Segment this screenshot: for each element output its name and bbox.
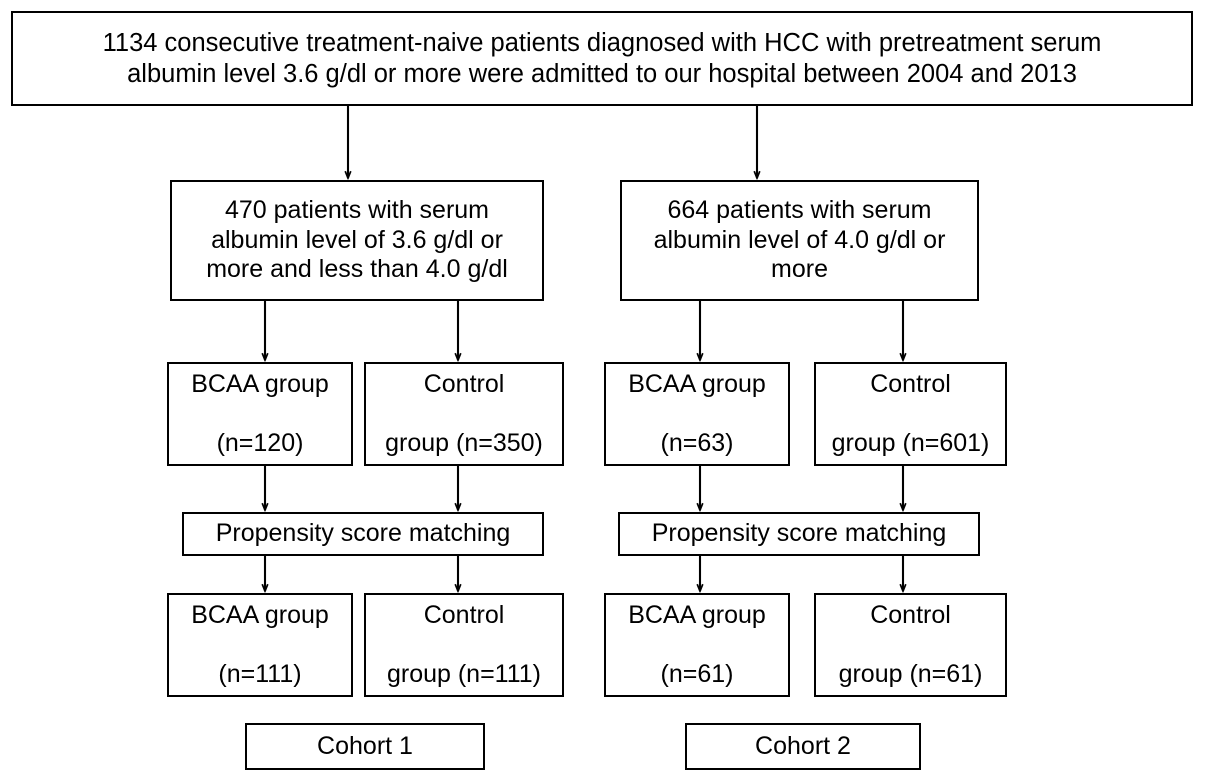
node-cohort2-bcaa-pre-text: BCAA group (n=63) [628, 369, 766, 457]
node-cohort2-bcaa-pre: BCAA group (n=63) [604, 362, 790, 466]
node-cohort2-bcaa-post: BCAA group (n=61) [604, 593, 790, 697]
node-propensity-score-matching-cohort1: Propensity score matching [182, 512, 544, 556]
node-albumin-3-6-to-4-0: 470 patients with serum albumin level of… [170, 180, 544, 301]
node-albumin-4-0-or-more-text: 664 patients with serum albumin level of… [653, 196, 946, 284]
node-cohort1-bcaa-post: BCAA group (n=111) [167, 593, 353, 697]
node-albumin-4-0-or-more: 664 patients with serum albumin level of… [620, 180, 979, 301]
node-cohort1-bcaa-pre-text: BCAA group (n=120) [191, 369, 329, 457]
node-total-patients: 1134 consecutive treatment-naive patient… [11, 11, 1193, 106]
node-cohort1-label-text: Cohort 1 [317, 731, 413, 760]
node-albumin-3-6-to-4-0-text: 470 patients with serum albumin level of… [206, 196, 508, 284]
node-cohort2-label-text: Cohort 2 [755, 731, 851, 760]
node-cohort2-control-post-text: Control group (n=61) [838, 600, 983, 688]
node-cohort1-bcaa-pre: BCAA group (n=120) [167, 362, 353, 466]
node-cohort2-control-pre-text: Control group (n=601) [831, 369, 990, 457]
node-propensity-score-matching-cohort2-text: Propensity score matching [651, 519, 947, 548]
node-cohort1-control-post-text: Control group (n=111) [386, 600, 542, 688]
node-cohort2-bcaa-post-text: BCAA group (n=61) [628, 600, 766, 688]
node-cohort2-control-post: Control group (n=61) [814, 593, 1007, 697]
node-cohort1-control-pre: Control group (n=350) [364, 362, 564, 466]
node-cohort1-bcaa-post-text: BCAA group (n=111) [191, 600, 329, 688]
node-cohort1-label: Cohort 1 [245, 723, 485, 770]
node-cohort2-label: Cohort 2 [685, 723, 921, 770]
node-cohort2-control-pre: Control group (n=601) [814, 362, 1007, 466]
node-total-patients-text: 1134 consecutive treatment-naive patient… [102, 29, 1102, 88]
node-cohort1-control-pre-text: Control group (n=350) [385, 369, 543, 457]
node-propensity-score-matching-cohort1-text: Propensity score matching [215, 519, 511, 548]
node-propensity-score-matching-cohort2: Propensity score matching [618, 512, 980, 556]
node-cohort1-control-post: Control group (n=111) [364, 593, 564, 697]
